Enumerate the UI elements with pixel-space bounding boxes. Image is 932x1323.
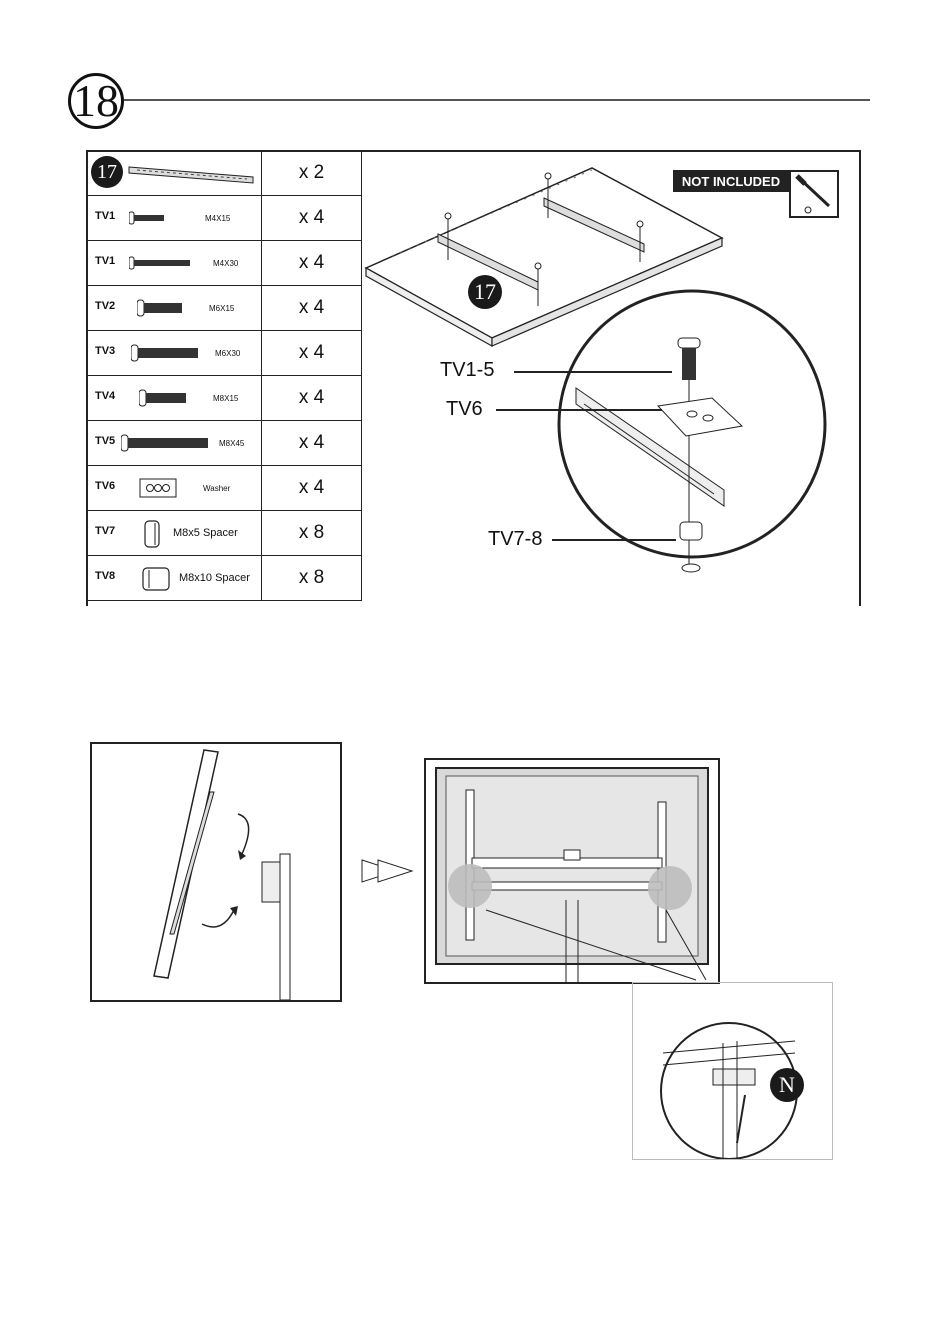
tv-side-view <box>92 744 340 1000</box>
side-view-frame <box>90 742 342 1002</box>
part-code: TV2 <box>95 300 115 312</box>
parts-table: 17 x 2 TV1 M4X15 x 4 TV1 M4X30 x 4 <box>86 150 362 601</box>
table-row: TV8 M8x10 Spacer x 8 <box>87 556 362 601</box>
detail-zoom <box>633 983 832 1159</box>
part-qty: x 4 <box>262 286 362 331</box>
part-size: M8X15 <box>213 394 238 403</box>
screw-icon <box>137 298 187 318</box>
part-code: TV4 <box>95 390 115 402</box>
table-row: TV1 M4X30 x 4 <box>87 241 362 286</box>
part-size: M6X15 <box>209 304 234 313</box>
front-view-frame <box>424 758 720 984</box>
part-code: TV1 <box>95 210 115 222</box>
table-row: TV3 M6X30 x 4 <box>87 331 362 376</box>
part-qty: x 4 <box>262 466 362 511</box>
detail-frame <box>632 982 833 1160</box>
part-qty: x 4 <box>262 241 362 286</box>
part-size: Washer <box>203 484 230 493</box>
part-qty: x 4 <box>262 196 362 241</box>
table-row: TV1 M4X15 x 4 <box>87 196 362 241</box>
spacer-icon <box>141 566 173 592</box>
step-number: 18 <box>68 73 124 129</box>
screw-icon <box>129 255 193 271</box>
screw-icon <box>139 388 189 408</box>
table-row: TV2 M6X15 x 4 <box>87 286 362 331</box>
tv-mount-front-view <box>426 760 718 982</box>
step-divider <box>124 99 870 101</box>
part-size: M4X15 <box>205 214 230 223</box>
callout-screw: TV1-5 <box>440 359 494 382</box>
callout-washer: TV6 <box>446 398 483 421</box>
screw-icon <box>129 210 169 226</box>
part-code: TV6 <box>95 480 115 492</box>
tv-back-diagram <box>362 160 858 604</box>
part-qty: x 4 <box>262 421 362 466</box>
part-qty: x 8 <box>262 511 362 556</box>
part-qty: x 4 <box>262 376 362 421</box>
table-row: TV6 Washer x 4 <box>87 466 362 511</box>
detail-badge: N <box>770 1068 804 1102</box>
part-size: M4X30 <box>213 259 238 268</box>
part-qty: x 2 <box>262 151 362 196</box>
callout-spacer: TV7-8 <box>488 528 542 551</box>
double-arrow-icon <box>360 856 416 886</box>
part-code: TV7 <box>95 525 115 537</box>
part-qty: x 8 <box>262 556 362 601</box>
part-size: M8X45 <box>219 439 244 448</box>
bracket-badge: 17 <box>468 275 502 309</box>
part-size: M8x5 Spacer <box>173 527 238 539</box>
table-row: TV5 M8X45 x 4 <box>87 421 362 466</box>
bracket-icon <box>127 163 257 187</box>
table-row: 17 x 2 <box>87 151 362 196</box>
part-code: TV3 <box>95 345 115 357</box>
table-row: TV7 M8x5 Spacer x 8 <box>87 511 362 556</box>
part-code: TV5 <box>95 435 115 447</box>
washer-icon <box>139 476 179 500</box>
part-badge: 17 <box>91 156 123 188</box>
part-size: M8x10 Spacer <box>179 572 250 584</box>
part-code: TV1 <box>95 255 115 267</box>
part-size: M6X30 <box>215 349 240 358</box>
part-qty: x 4 <box>262 331 362 376</box>
screw-icon <box>121 433 213 453</box>
screw-icon <box>131 343 203 363</box>
spacer-icon <box>143 519 163 549</box>
part-code: TV8 <box>95 570 115 582</box>
table-row: TV4 M8X15 x 4 <box>87 376 362 421</box>
